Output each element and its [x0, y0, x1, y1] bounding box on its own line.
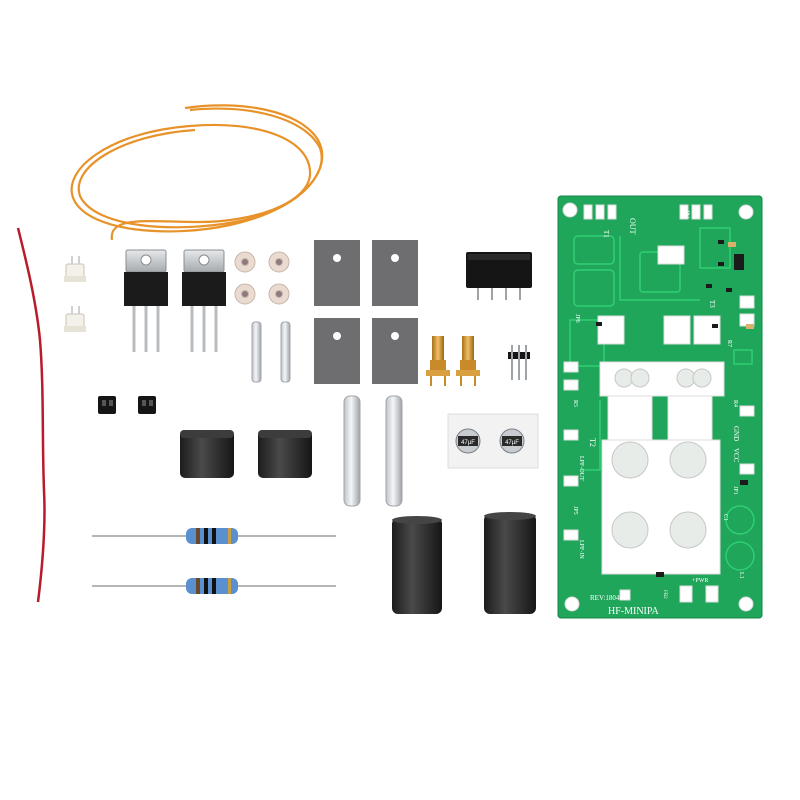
relay: [466, 252, 532, 300]
mounting-hole: [562, 202, 578, 218]
mosfet-to220: [182, 249, 226, 352]
pcb-label-t3: T3: [708, 300, 716, 308]
pcb-label-lpf-in: LPF-IN: [578, 540, 584, 559]
capacitor-label: 47µF: [461, 440, 475, 446]
pcb-label-jp1: JP1: [732, 486, 738, 495]
sma-connector: [426, 336, 450, 386]
pcb-label-jp6: JP6: [574, 314, 580, 323]
pcb-label-fb2: FB2: [662, 590, 667, 599]
mounting-hole: [564, 596, 580, 612]
mounting-hole: [738, 204, 754, 220]
mounting-hole: [738, 596, 754, 612]
sma-connector: [456, 336, 480, 386]
pcb-revision: REV:180401: [590, 594, 627, 602]
pcb-label-c1: C1: [722, 514, 728, 521]
red-wire: [16, 227, 46, 603]
insulating-washers: [234, 251, 290, 305]
jumper-cap: [138, 396, 156, 414]
pcb-label-r7: R7: [726, 340, 732, 347]
thermal-pad: [372, 318, 418, 384]
large-ferrite-core: [484, 512, 536, 614]
ferrite-binocular-core: [180, 430, 234, 478]
two-pin-connector: [64, 306, 86, 332]
pcb-label-r4: R4: [732, 400, 738, 407]
pcb-board: OUT IN T1 T3 JP6 R7 R5 R4 T2 GND VCC LPF…: [557, 195, 763, 619]
pcb-label-l1: L1: [738, 572, 744, 579]
pcb-label-t2: T2: [588, 438, 597, 447]
pcb-label-pwr: +PWR: [692, 578, 708, 584]
pcb-label-t1: T1: [602, 230, 610, 238]
orange-coiled-wire: [70, 104, 324, 241]
pcb-label-jp5: JP5: [572, 506, 578, 515]
metal-tube: [343, 395, 361, 507]
pcb-label-out: OUT: [628, 218, 637, 235]
thermal-pad: [314, 318, 360, 384]
pcb-label-in: IN: [682, 210, 691, 219]
thermal-pad: [372, 240, 418, 306]
two-pin-connector: [64, 256, 86, 282]
pcb-label-lpf-out: LPF-OUT: [578, 456, 584, 481]
pcb-label-gnd: GND: [732, 426, 740, 441]
pcb-label-r5: R5: [572, 400, 578, 407]
resistor: [92, 528, 336, 544]
metal-tube: [385, 395, 403, 507]
mosfet-to220: [124, 249, 168, 352]
ferrite-binocular-core: [258, 430, 312, 478]
capacitor-label: 47µF: [505, 440, 519, 446]
resistor: [92, 578, 336, 594]
pin-header: [508, 345, 530, 380]
pcb-title: HF-MINIPA: [608, 606, 660, 617]
pcb-label-vcc: VCC: [732, 448, 740, 463]
thermal-pad: [314, 240, 360, 306]
metal-standoff: [280, 321, 291, 383]
electrolytic-capacitors: 47µF 47µF: [447, 413, 539, 469]
jumper-cap: [98, 396, 116, 414]
large-ferrite-core: [392, 516, 442, 614]
metal-standoff: [251, 321, 262, 383]
